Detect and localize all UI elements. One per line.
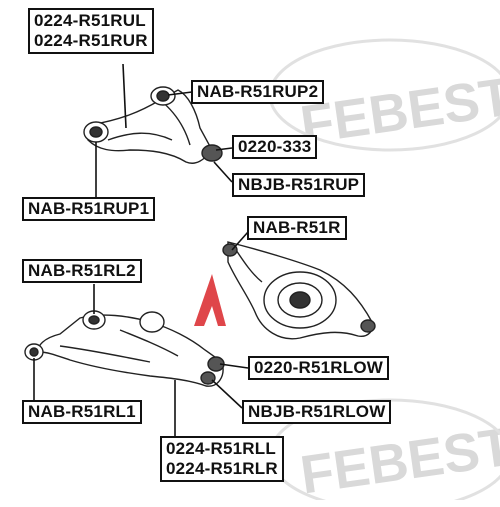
label-lower-bushing-rear: NAB-R51RL1 [22, 400, 142, 424]
label-upper-arm-line2: 0224-R51RUR [34, 31, 148, 50]
label-knuckle-bushing: NAB-R51R [247, 216, 347, 240]
label-upper-arm-line1: 0224-R51RUL [34, 11, 146, 30]
label-upper-ball-joint: NBJB-R51RUP [232, 173, 366, 197]
label-upper-arm: 0224-R51RUL 0224-R51RUR [28, 8, 154, 54]
label-lower-arm-line1: 0224-R51RLL [166, 439, 276, 458]
label-lower-bolt: 0220-R51RLOW [248, 356, 389, 380]
brand-logo-mark [194, 274, 226, 326]
lower-control-arm [24, 310, 225, 387]
label-upper-bushing-front: NAB-R51RUP2 [191, 80, 325, 104]
leader-lines [33, 63, 249, 436]
label-lower-arm: 0224-R51RLL 0224-R51RLR [160, 436, 284, 482]
upper-control-arm [83, 86, 223, 164]
label-lower-bushing-front: NAB-R51RL2 [22, 259, 142, 283]
rear-knuckle [222, 241, 376, 340]
label-lower-ball-joint: NBJB-R51RLOW [242, 400, 392, 424]
label-upper-bushing-rear: NAB-R51RUP1 [22, 197, 156, 221]
label-ball-joint-bolt: 0220-333 [232, 135, 318, 159]
label-lower-arm-line2: 0224-R51RLR [166, 459, 278, 478]
